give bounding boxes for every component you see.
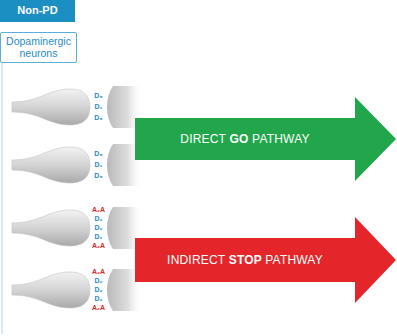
pathway-arrow: INDIRECT STOP PATHWAY [135, 217, 396, 303]
arrow-label-area: INDIRECT STOP PATHWAY [135, 238, 355, 282]
receptor-label: D₅ [94, 92, 102, 100]
panel-outline [1, 60, 3, 334]
arrow-outline [135, 217, 396, 303]
arrow-outline [135, 97, 396, 181]
presynaptic-terminal [12, 272, 90, 308]
arrow-label-area: DIRECT GO PATHWAY [135, 118, 355, 160]
receptor-label: D₂ [94, 295, 102, 303]
receptor-label: D₂ [94, 286, 102, 294]
box-label: Dopaminergic neurons [5, 36, 72, 58]
receptor-label: D₅ [94, 114, 102, 122]
receptor-label: D₅ [94, 172, 102, 180]
receptor-label: A₂A [92, 242, 105, 250]
presynaptic-terminal [12, 210, 90, 246]
receptor-label: D₂ [94, 215, 102, 223]
presynaptic-terminal [12, 89, 90, 125]
receptor-label: A₂A [92, 206, 105, 214]
receptor-label: D₁ [95, 161, 103, 169]
group-box: Dopaminergic neurons [0, 32, 77, 63]
receptor-label: D₂ [94, 224, 102, 232]
receptor-label: D₁ [95, 103, 103, 111]
tab-label: Non-PD [17, 5, 57, 17]
receptor-label: D₂ [94, 233, 102, 241]
synapse-group [12, 86, 142, 311]
presynaptic-terminal [12, 147, 90, 183]
receptor-label: A₂A [92, 268, 105, 276]
receptor-label: D₅ [94, 150, 102, 158]
status-tab: Non-PD [0, 0, 75, 22]
pathway-label: INDIRECT STOP PATHWAY [167, 253, 323, 267]
receptor-label: D₂ [94, 277, 102, 285]
receptor-label: A₂A [92, 304, 105, 312]
pathway-arrow: DIRECT GO PATHWAY [135, 97, 396, 181]
pathway-label: DIRECT GO PATHWAY [180, 132, 309, 146]
